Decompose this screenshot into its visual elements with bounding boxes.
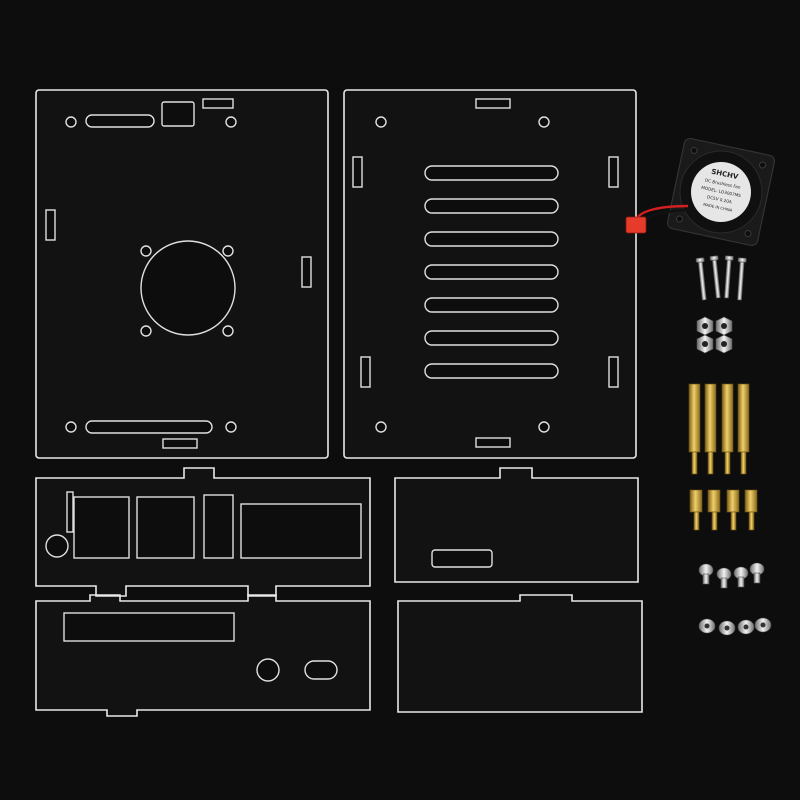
side-panel-blank <box>397 594 643 713</box>
fan-wires <box>625 204 689 234</box>
long-screws <box>695 255 747 301</box>
short-screws <box>698 562 765 589</box>
bottom-plate-vents <box>343 89 637 459</box>
cooling-fan: SHCHV DC Brushless Fan MODEL: LD3007MS D… <box>666 137 776 247</box>
flange-nuts <box>698 617 772 636</box>
hex-nuts <box>696 316 733 354</box>
long-brass-standoffs <box>688 383 750 475</box>
fan-line-3: DC5V 0.20A <box>707 194 733 204</box>
short-brass-standoffs <box>689 489 758 531</box>
fan-line-4: MADE IN CHINA <box>703 202 733 213</box>
fan-connector <box>625 216 647 234</box>
fan-label <box>691 162 751 222</box>
side-panel-small-slot <box>394 467 639 583</box>
top-plate-fan-mount <box>35 89 329 459</box>
side-panel-ports <box>35 467 371 597</box>
side-panel-hdmi <box>35 594 371 717</box>
